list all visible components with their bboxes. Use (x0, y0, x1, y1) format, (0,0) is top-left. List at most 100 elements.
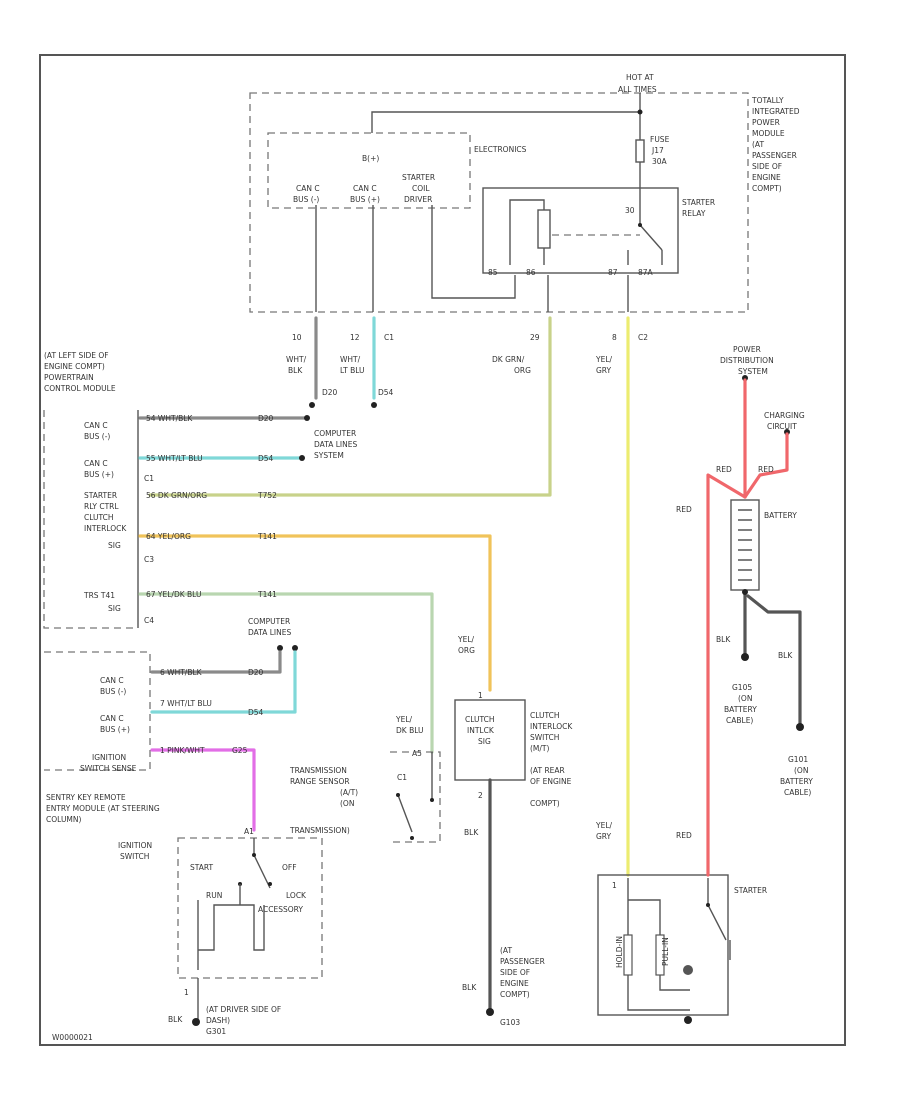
pcm-can-minus-2: BUS (-) (84, 432, 110, 441)
pin-29: 29 (530, 333, 540, 342)
ign-label-1: IGNITION (118, 841, 152, 850)
pcm-c4: C4 (144, 616, 154, 625)
skrm-can-minus-2: BUS (-) (100, 687, 126, 696)
ground-g103-dot (486, 1008, 494, 1016)
g105-loc-2: BATTERY (724, 705, 757, 714)
g105-loc-1: (ON (738, 694, 752, 703)
clutch-box-2: INTLCK (467, 726, 495, 735)
pin-8: 8 (612, 333, 617, 342)
splice-dot (371, 402, 377, 408)
skrm-w2-circ: D54 (248, 708, 264, 717)
clutch-blk-1: BLK (464, 828, 479, 837)
relay-pin-30: 30 (625, 206, 635, 215)
clutch-gloc-2: PASSENGER (500, 957, 545, 966)
bplus-label: B(+) (362, 154, 379, 163)
ign-pin-a1: A1 (244, 827, 254, 836)
tipm-hot-at: HOT AT (626, 73, 654, 82)
clutch-name-5: (AT REAR (530, 766, 565, 775)
wire-label-wht-blk-2: BLK (288, 366, 303, 375)
clutch-gloc-5: COMPT) (500, 990, 530, 999)
pcm-w1: 54 WHT/BLK (146, 414, 193, 423)
battery-label: BATTERY (764, 511, 797, 520)
wire-label-wht-blk-1: WHT/ (286, 355, 307, 364)
trs-name-3: (A/T) (340, 788, 358, 797)
tipm-name-line: PASSENGER (752, 151, 797, 160)
skrm-cdl-2: DATA LINES (248, 628, 291, 637)
clutch-name-4: (M/T) (530, 744, 550, 753)
electronics-label: ELECTRONICS (474, 145, 527, 154)
pcm-clutch-3: SIG (108, 541, 121, 550)
skrm-module: COMPUTER DATA LINES CAN C BUS (-) CAN C … (44, 617, 298, 824)
starter-relay-box (482, 187, 679, 274)
wire-label-wht-ltblu-1: WHT/ (340, 355, 361, 364)
starter-yelgry-1: YEL/ (595, 821, 612, 830)
clutch-pin-2: 2 (478, 791, 483, 800)
tipm-name-line: TOTALLY (751, 96, 784, 105)
batt-blk-2: BLK (778, 651, 793, 660)
starter-coil-driver-3: DRIVER (404, 195, 432, 204)
pcm-w4: 64 YEL/ORG (146, 532, 191, 541)
skrm-w1: 6 WHT/BLK (160, 668, 203, 677)
tipm-name-line: ENGINE (752, 173, 781, 182)
tipm-name-line: (AT (752, 140, 764, 149)
ign-pin-1: 1 (184, 988, 189, 997)
pds-2: DISTRIBUTION (720, 356, 774, 365)
wire-label-wht-ltblu-2: LT BLU (340, 366, 365, 375)
wire-pcm-trs (138, 592, 434, 754)
fuse-label: FUSE (650, 135, 670, 144)
clutch-gloc-3: SIDE OF (500, 968, 530, 977)
ign-start: START (190, 863, 214, 872)
splice-dot (309, 402, 315, 408)
pin-10: 10 (292, 333, 302, 342)
starter-pin-1: 1 (612, 881, 617, 890)
tipm-name-line: POWER (752, 118, 780, 127)
relay-coil-icon (537, 209, 551, 249)
ign-run: RUN (206, 891, 222, 900)
clutch-name-1: CLUTCH (530, 711, 560, 720)
tipm-can-plus-2: BUS (+) (350, 195, 380, 204)
pcm-cdl-2: DATA LINES (314, 440, 357, 449)
red-label-2: RED (758, 465, 774, 474)
wire-circ-d20: D20 (322, 388, 338, 397)
clutch-gloc-4: ENGINE (500, 979, 529, 988)
conn-c1: C1 (384, 333, 394, 342)
tipm-name-line: SIDE OF (752, 162, 782, 171)
skrm-ign-2: SWITCH SENSE (80, 764, 137, 773)
clutch-pin-1: 1 (478, 691, 483, 700)
skrm-loc-3: COLUMN) (46, 815, 82, 824)
wire-label-dkgrn-2: ORG (514, 366, 531, 375)
pds-1: POWER (733, 345, 761, 354)
pcm-can-minus-1: CAN C (84, 421, 108, 430)
fuse-icon (635, 139, 645, 163)
starter-coil-driver-2: COIL (412, 184, 430, 193)
skrm-w3-circ: G25 (232, 746, 248, 755)
g105-id: G105 (732, 683, 752, 692)
ign-lock: LOCK (286, 891, 307, 900)
skrm-loc-1: SENTRY KEY REMOTE (46, 793, 126, 802)
motor-icon (683, 965, 693, 975)
tipm-name-line: MODULE (752, 129, 785, 138)
arrow-dot (299, 455, 305, 461)
relay-pin-86: 86 (526, 268, 536, 277)
relay-pin-87a: 87A (638, 268, 654, 277)
ground-loc-1: (AT DRIVER SIDE OF (206, 1005, 281, 1014)
pcm-loc-1: (AT LEFT SIDE OF (44, 351, 109, 360)
ign-blk: BLK (168, 1015, 183, 1024)
pull-in-coil-icon (655, 934, 665, 976)
starter-motor: STARTER YEL/ GRY HOLD-IN PULL-IN 1 (595, 821, 767, 1024)
footer-id: W0000021 (52, 1033, 93, 1042)
pcm-cdl-1: COMPUTER (314, 429, 356, 438)
clutch-gloc-1: (AT (500, 946, 512, 955)
trs-wire-1: YEL/ (395, 715, 412, 724)
pcm-w2: 55 WHT/LT BLU (146, 454, 203, 463)
pcm-c1: C1 (144, 474, 154, 483)
pcm-loc-2: ENGINE COMPT) (44, 362, 105, 371)
starter-hold-in: HOLD-IN (615, 936, 624, 968)
clutch-name-2: INTERLOCK (530, 722, 573, 731)
battery-icon (730, 499, 760, 591)
trs-name-4: (ON (340, 799, 354, 808)
red-label-1: RED (716, 465, 732, 474)
relay-label-1: STARTER (682, 198, 715, 207)
tipm-name-line: COMPT) (752, 184, 782, 193)
starter-coil-driver-1: STARTER (402, 173, 435, 182)
